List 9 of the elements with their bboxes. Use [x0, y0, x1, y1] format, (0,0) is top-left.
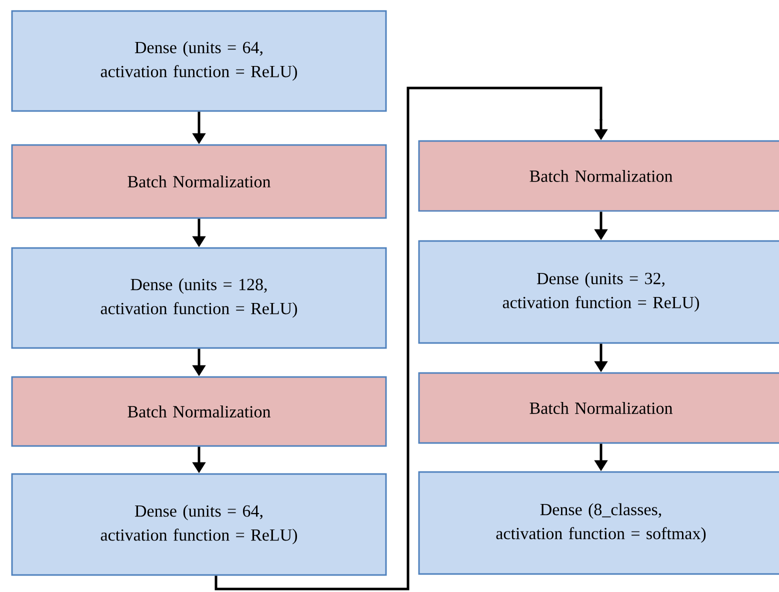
dense-layer-box: Dense (units = 32, activation function = ReLU): [418, 240, 779, 344]
batch-norm-box: Batch Normalization: [11, 144, 387, 219]
batch-norm-box: Batch Normalization: [418, 140, 779, 212]
dense-layer-box: Dense (units = 128, activation function = ReLU): [11, 247, 387, 349]
dense-layer-box: Dense (8_classes, activation function = softmax): [418, 471, 779, 575]
batch-norm-box: Batch Normalization: [11, 376, 387, 447]
dense-layer-box: Dense (units = 64, activation function = ReLU): [11, 10, 387, 112]
batch-norm-box: Batch Normalization: [418, 372, 779, 444]
dense-layer-box: Dense (units = 64, activation function = ReLU): [11, 473, 387, 576]
